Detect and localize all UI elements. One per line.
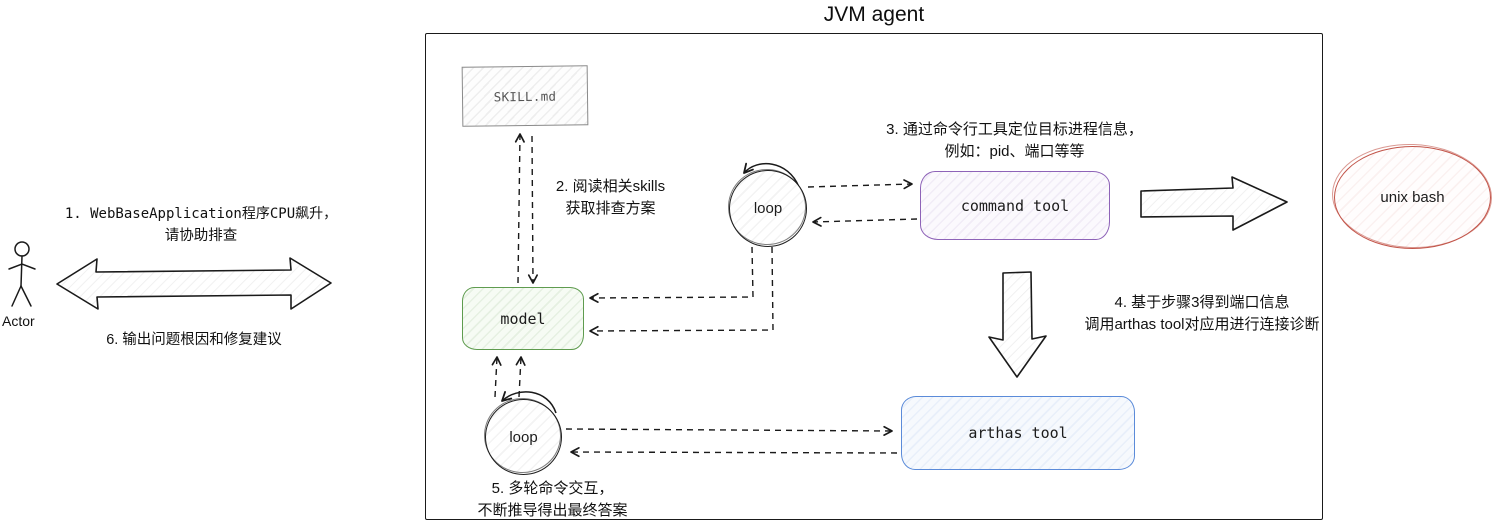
annotation-step5-line1: 5. 多轮命令交互， [491,480,614,497]
unix-bash-label: unix bash [1380,189,1445,206]
annotation-step1-line2: 请协助排查 [164,228,238,244]
annotation-step6: 6. 输出问题根因和修复建议 [106,332,282,348]
jvm-agent-container [425,33,1323,520]
actor-label: Actor [2,313,35,329]
annotation-step2: 2. 阅读相关skills 获取排查方案 [528,176,693,220]
annotation-step3: 3. 通过命令行工具定位目标进程信息， 例如：pid、端口等等 [852,119,1177,163]
annotation-step1-line1: 1. WebBaseApplication程序CPU飙升， [64,206,338,222]
diagram-title: JVM agent [823,3,925,26]
actor-figure [8,241,36,307]
annotation-step4-line1: 4. 基于步骤3得到端口信息 [1114,294,1290,311]
annotation-step3-line2: 例如：pid、端口等等 [944,143,1085,160]
annotation-step4-line2: 调用arthas tool对应用进行连接诊断 [1084,316,1320,333]
annotation-step5: 5. 多轮命令交互， 不断推导得出最终答案 [450,478,655,522]
loop-top-label: loop [753,200,783,217]
node-model: model [462,287,584,350]
annotation-step5-line2: 不断推导得出最终答案 [477,502,628,519]
annotation-step2-line2: 获取排查方案 [565,200,656,217]
annotation-step4: 4. 基于步骤3得到端口信息 调用arthas tool对应用进行连接诊断 [1078,292,1326,336]
node-arthas-tool: arthas tool [901,396,1135,470]
node-unix-bash: unix bash [1334,146,1491,249]
annotation-step2-line1: 2. 阅读相关skills [555,178,666,195]
command-tool-label: command tool [960,196,1070,215]
node-loop-bottom: loop [485,399,562,475]
arthas-tool-label: arthas tool [968,424,1068,442]
annotation-step1: 1. WebBaseApplication程序CPU飙升， 请协助排查 [62,203,340,247]
loop-bottom-label: loop [509,428,538,446]
node-skill-md: SKILL.md [461,65,589,127]
node-loop-top: loop [729,170,807,247]
annotation-step3-line1: 3. 通过命令行工具定位目标进程信息， [886,121,1143,138]
model-label: model [500,309,546,328]
node-command-tool: command tool [920,171,1110,240]
request-response-double-arrow [56,257,332,310]
skill-md-label: SKILL.md [493,88,557,104]
